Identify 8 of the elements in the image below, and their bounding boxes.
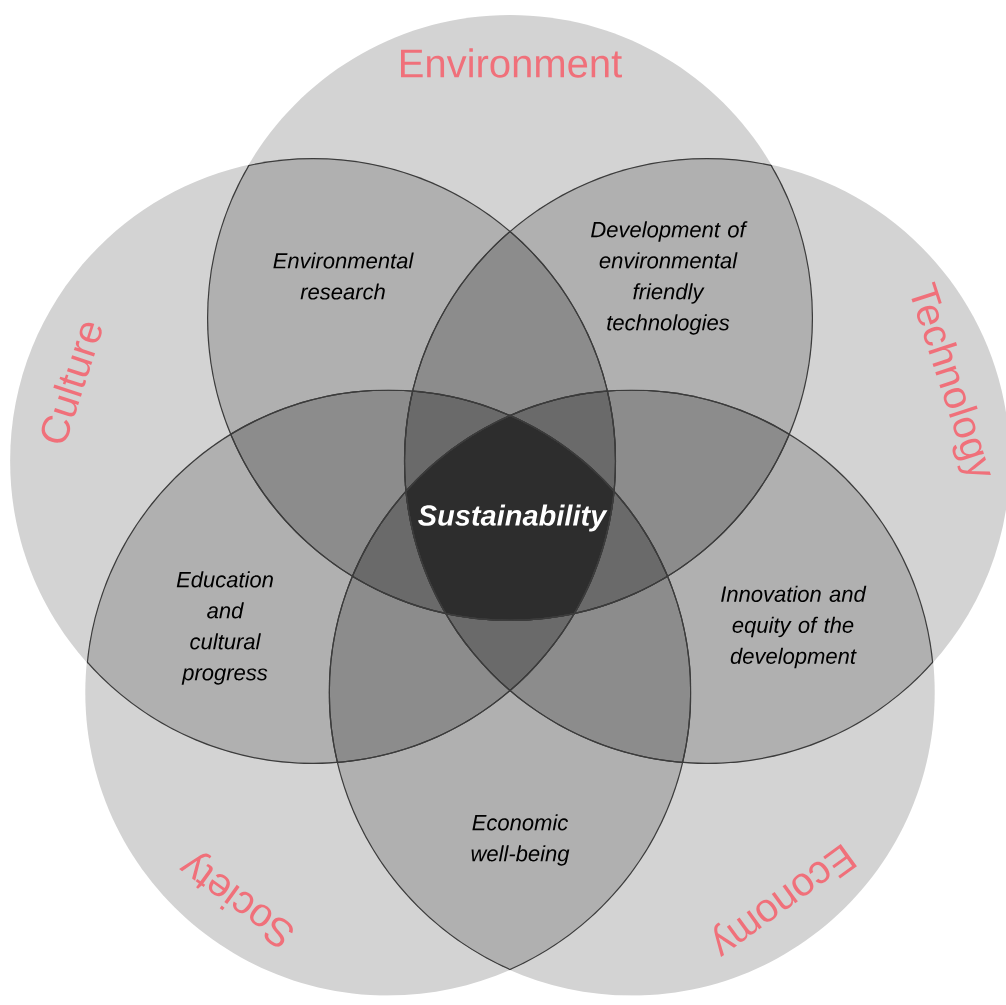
center-label: Sustainability	[418, 504, 608, 532]
region-label: Environmental research	[273, 252, 414, 300]
region-label: Innovation and equity of the development	[721, 585, 867, 669]
circle-label: Culture	[41, 322, 102, 443]
circle-label: Environment	[401, 48, 622, 78]
region-label: Economic well-being	[471, 814, 570, 866]
region-label: Development of environmental friendly technologies	[591, 221, 748, 335]
region-label: Education and cultural progress	[176, 571, 273, 685]
